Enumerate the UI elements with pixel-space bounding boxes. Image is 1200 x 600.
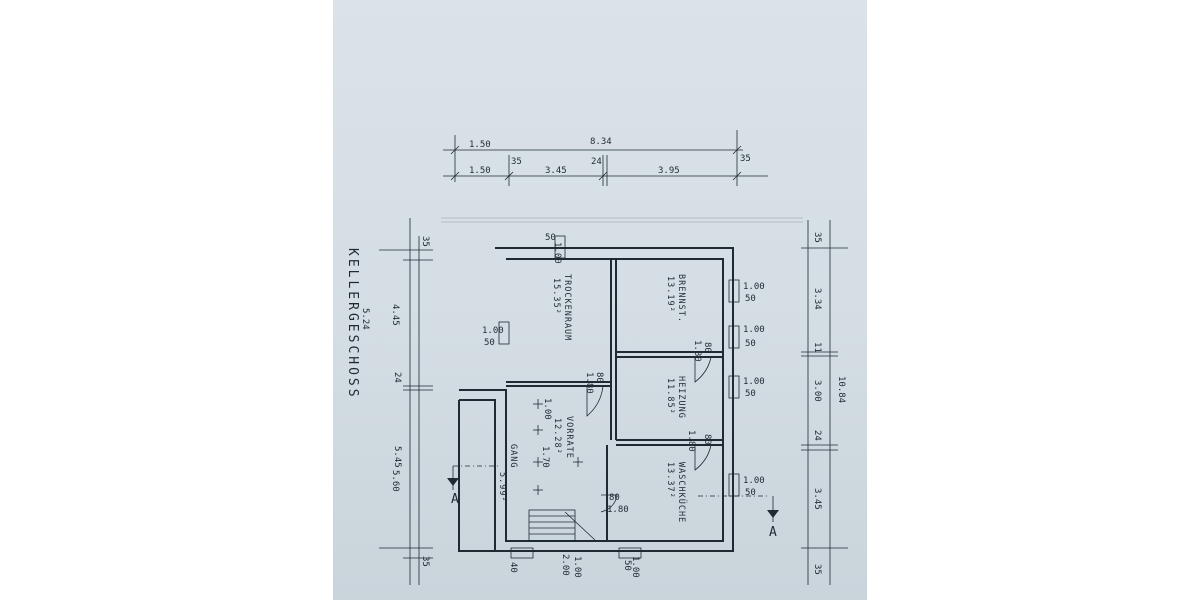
section-label-left: A (451, 492, 459, 507)
dim-top-3-95: 3.95 (658, 166, 680, 176)
opening-labels: 1.00 50 1.00 50 1.00 50 1.00 50 1.00 50 … (482, 233, 765, 578)
opening-markers (498, 235, 740, 559)
dim-left-5-45: 5.45 (392, 446, 402, 468)
floor-plan-sheet: 1.50 8.34 35 1.50 35 3.45 24 3.95 KELLER… (333, 0, 867, 600)
room-name-gang: GANG (508, 444, 518, 468)
window-label-left: 1.00 (482, 326, 504, 336)
room-name-trockenraum: TROCKENRAUM (562, 274, 572, 341)
room-name-brennst: BRENNST. (676, 274, 686, 323)
dim-top-24: 24 (591, 157, 602, 167)
dim-right-35-bottom: 35 (812, 564, 822, 575)
dim-bottom-50: 50 (622, 560, 632, 571)
room-area-waschkueche: 13.37² (665, 462, 675, 499)
vorrate-dim-100: 1.00 (542, 398, 552, 420)
top-dimension-chain: 1.50 8.34 35 1.50 35 3.45 24 3.95 (443, 130, 768, 186)
window-label-mid: 1.00 (743, 325, 765, 335)
dim-right-35-top: 35 (812, 232, 822, 243)
section-label-right: A (769, 525, 777, 540)
left-dimension-chain: 35 4.45 5.24 24 5.45 5.60 35 (360, 218, 433, 585)
dim-top-8-34: 8.34 (590, 137, 612, 147)
door-label-trocken-80: 80 (594, 372, 604, 383)
dim-top-1-50-b: 1.50 (469, 166, 491, 176)
door-swings (586, 356, 712, 513)
building-walls (458, 247, 734, 552)
room-area-vorrate: 12.28² (552, 418, 562, 455)
dim-right-3-00: 3.00 (812, 380, 822, 402)
door-label-brennst: 1.80 (692, 340, 702, 362)
room-name-heizung: HEIZUNG (676, 376, 686, 419)
window-label-brennst-50: 50 (745, 294, 756, 304)
window-label-wasch-50: 50 (745, 488, 756, 498)
dim-left-4-45: 4.45 (390, 304, 400, 326)
dim-bottom-100: 1.00 (630, 556, 640, 578)
dim-right-3-34: 3.34 (812, 288, 822, 310)
dim-top-35-right: 35 (740, 154, 751, 164)
dim-left-35-top: 35 (420, 236, 430, 247)
dim-top-1-50: 1.50 (469, 140, 491, 150)
window-label-left-50: 50 (484, 338, 495, 348)
room-area-gang: 5.99² (497, 472, 507, 503)
window-label-heizung-50: 50 (745, 389, 756, 399)
door-label-brennst-80: 80 (702, 342, 712, 353)
grid-cross-marks (533, 399, 583, 495)
vorrate-dim-170: 1.70 (540, 446, 550, 468)
door-label-wasch-80: 80 (702, 434, 712, 445)
dim-right-24: 24 (812, 430, 822, 441)
room-area-heizung: 11.85² (665, 378, 675, 415)
room-area-trockenraum: 15.35² (551, 278, 561, 315)
right-dimension-chain: 35 3.34 11 3.00 24 3.45 35 10.84 (801, 220, 848, 585)
staircase (528, 509, 596, 542)
dim-bottom-40: 40 (508, 562, 518, 573)
dim-left-5-24: 5.24 (360, 308, 370, 330)
dim-right-3-45: 3.45 (812, 488, 822, 510)
window-label-top: 1.00 (552, 242, 562, 264)
door-label-gang-80: 80 (609, 493, 620, 503)
dim-left-5-60: 5.60 (390, 470, 400, 492)
window-label-mid-50: 50 (745, 339, 756, 349)
window-label-top-50: 50 (545, 233, 556, 243)
dim-right-11: 11 (812, 342, 822, 353)
dim-top-3-45: 3.45 (545, 166, 567, 176)
dim-left-35-bottom: 35 (420, 556, 430, 567)
window-label-brennst: 1.00 (743, 282, 765, 292)
plan-title: KELLERGESCHOSS (345, 248, 360, 400)
window-label-wasch: 1.00 (743, 476, 765, 486)
dim-right-10-84: 10.84 (836, 376, 846, 403)
stair-label-100: 1.00 (572, 556, 582, 578)
window-label-heizung: 1.00 (743, 377, 765, 387)
floor-plan-drawing: 1.50 8.34 35 1.50 35 3.45 24 3.95 KELLER… (345, 130, 848, 585)
door-label-wasch: 1.80 (686, 430, 696, 452)
door-label-gang-180: 1.80 (607, 505, 629, 515)
room-name-vorrate: VORRATE (564, 416, 574, 459)
room-labels: TROCKENRAUM 15.35² BRENNST. 13.19² HEIZU… (497, 274, 687, 523)
dim-left-24: 24 (392, 372, 402, 383)
door-label-trocken: 1.80 (584, 372, 594, 394)
room-area-brennst: 13.19² (665, 276, 675, 313)
room-name-waschkueche: WASCHKÜCHE (676, 462, 687, 523)
dim-top-35-left: 35 (511, 157, 522, 167)
stair-label-200: 2.00 (560, 554, 570, 576)
section-line-a: A A (447, 465, 779, 540)
